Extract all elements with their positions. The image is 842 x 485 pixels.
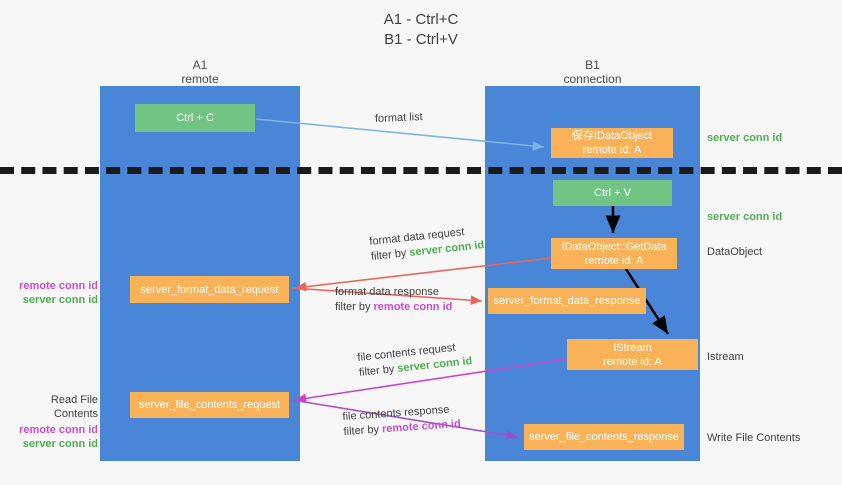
node-server-file-contents-response[interactable]: server_file_contents_response bbox=[524, 424, 684, 450]
note-server-conn-id-top: server conn id bbox=[707, 132, 783, 144]
node-ctrl-c[interactable]: Ctrl + C bbox=[135, 104, 255, 132]
note-server-conn-id-4: server conn id bbox=[22, 438, 98, 450]
arrow-label-fdresp-line1: format data response bbox=[335, 286, 439, 298]
column-a1-name: A1 bbox=[192, 58, 208, 72]
arrow-label-fdresp-prefix: filter by bbox=[335, 301, 374, 313]
node-getdata-sub: remote id: A bbox=[584, 254, 644, 267]
node-fmt-req-label: server_format_data_request bbox=[140, 283, 279, 296]
node-file-req-label: server_file_contents_request bbox=[138, 399, 281, 411]
arrow-label-format-list: format list bbox=[375, 110, 423, 127]
node-idataobject-getdata[interactable]: IDataObject::GetData remote id: A bbox=[551, 238, 677, 269]
node-idataobject[interactable]: 保存IDataObject remote id: A bbox=[551, 128, 673, 158]
title-line-1: A1 - Ctrl+C bbox=[383, 11, 459, 28]
column-b1-subtitle: connection bbox=[563, 72, 622, 86]
note-remote-conn-id-2: remote conn id bbox=[19, 424, 98, 436]
arrow-label-format-data-response: format data response filter by remote co… bbox=[335, 285, 452, 315]
node-istream-label: IStream bbox=[613, 341, 652, 354]
column-header-b1: B1 connection bbox=[485, 58, 700, 86]
phase-divider bbox=[0, 167, 842, 174]
note-conn-ids-format: remote conn id server conn id bbox=[8, 279, 98, 307]
column-header-a1: A1 remote bbox=[100, 58, 300, 86]
note-remote-conn-id-1: remote conn id bbox=[19, 280, 98, 292]
node-istream[interactable]: IStream remote id: A bbox=[567, 339, 698, 370]
node-idataobject-sub: remote id: A bbox=[582, 144, 642, 156]
node-ctrl-v[interactable]: Ctrl + V bbox=[553, 180, 672, 206]
arrow-label-fdresp-line2: filter by remote conn id bbox=[335, 300, 452, 315]
arrow-label-fcresp-token: remote conn id bbox=[381, 417, 462, 436]
node-istream-sub: remote id: A bbox=[603, 355, 662, 368]
node-server-file-contents-request[interactable]: server_file_contents_request bbox=[130, 392, 289, 418]
note-dataobject: DataObject bbox=[707, 246, 763, 258]
arrow-label-format-list-text: format list bbox=[374, 110, 423, 126]
arrow-label-fdreq-prefix: filter by bbox=[370, 246, 410, 263]
node-idataobject-label: 保存IDataObject bbox=[571, 130, 653, 142]
column-b1-name: B1 bbox=[585, 58, 600, 72]
arrow-label-format-data-request: format data request filter by server con… bbox=[369, 223, 485, 265]
note-read-file-contents: Read File Contents bbox=[50, 394, 98, 420]
note-server-conn-id-second: server conn id bbox=[707, 211, 783, 223]
node-getdata-label: IDataObject::GetData bbox=[561, 240, 667, 253]
node-ctrl-v-label: Ctrl + V bbox=[594, 187, 631, 199]
arrow-label-fdresp-token: remote conn id bbox=[373, 301, 453, 313]
note-server-conn-id-3: server conn id bbox=[22, 294, 98, 306]
column-a1-subtitle: remote bbox=[181, 72, 219, 86]
node-server-format-data-request[interactable]: server_format_data_request bbox=[130, 276, 289, 303]
arrow-label-file-contents-response: file contents response filter by remote … bbox=[342, 402, 461, 440]
node-fmt-resp-label: server_format_data_response bbox=[493, 295, 641, 307]
note-istream: Istream bbox=[707, 351, 744, 363]
title-line-2: B1 - Ctrl+V bbox=[384, 31, 458, 48]
note-read-file-contents-group: Read File Contents remote conn id server… bbox=[8, 393, 98, 451]
node-server-format-data-response[interactable]: server_format_data_response bbox=[488, 288, 646, 314]
arrow-label-fcresp-prefix: filter by bbox=[343, 423, 383, 439]
node-file-resp-label: server_file_contents_response bbox=[529, 431, 679, 443]
arrow-label-fcreq-prefix: filter by bbox=[358, 362, 398, 379]
node-ctrl-c-label: Ctrl + C bbox=[176, 112, 214, 124]
note-write-file-contents: Write File Contents bbox=[707, 432, 801, 444]
page-title: A1 - Ctrl+C B1 - Ctrl+V bbox=[0, 10, 842, 50]
arrow-label-file-contents-request: file contents request filter by server c… bbox=[357, 339, 473, 381]
